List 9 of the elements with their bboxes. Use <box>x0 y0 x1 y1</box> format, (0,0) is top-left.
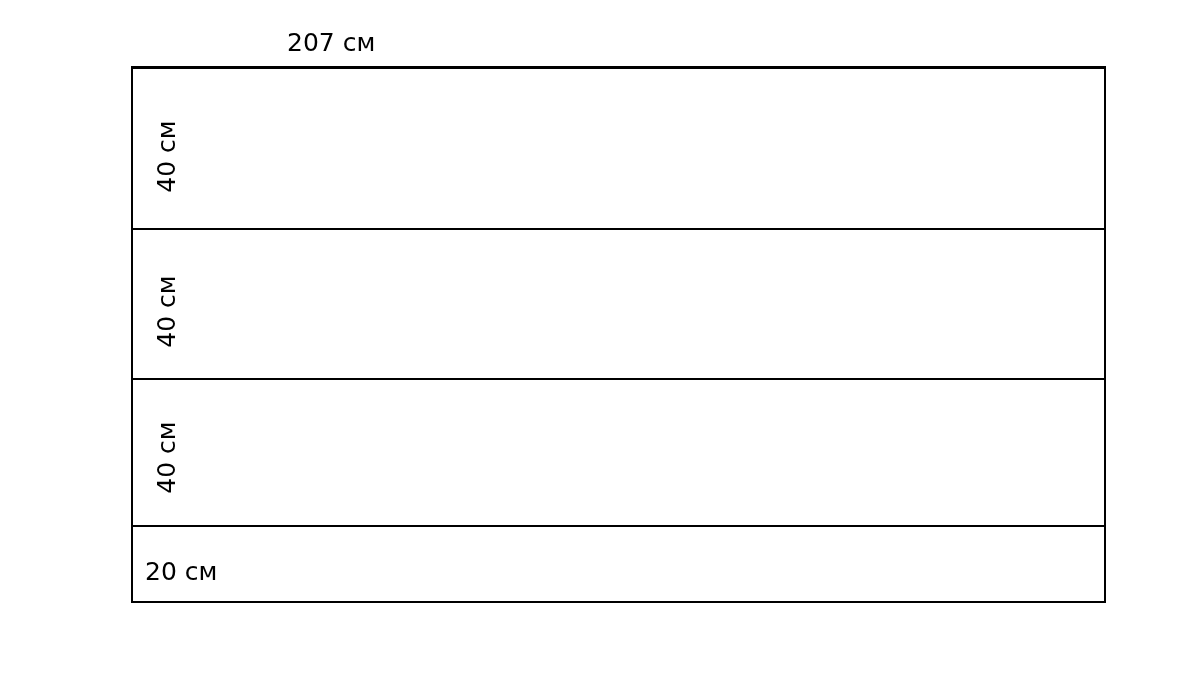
dimension-label: 40 см <box>153 275 179 348</box>
strip-panel <box>131 228 1106 380</box>
dimension-label: 40 см <box>153 421 179 494</box>
strip-panel <box>131 525 1106 603</box>
dimension-label: 40 см <box>153 120 179 193</box>
strip-panel <box>131 378 1106 527</box>
dimension-label: 20 см <box>145 559 218 584</box>
strip-panel <box>131 66 1106 230</box>
dimension-label: 207 см <box>287 30 376 55</box>
